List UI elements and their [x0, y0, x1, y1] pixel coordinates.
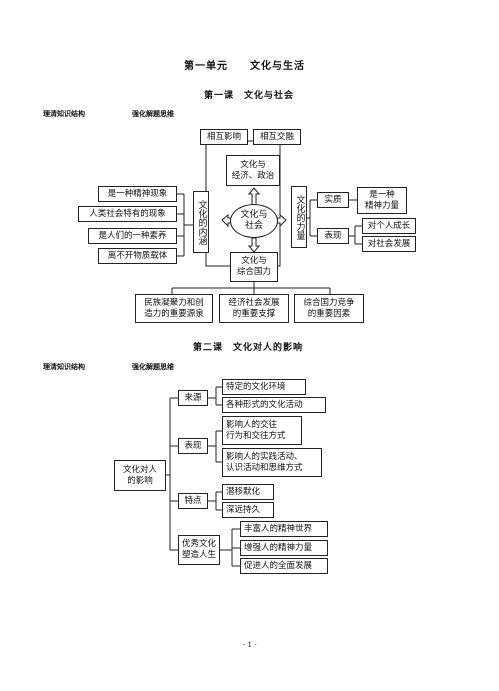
- branch-shape-line1: 优秀文化: [181, 539, 216, 549]
- source-item-1: 特定的文化环境: [222, 379, 306, 395]
- shape-item-3: 促进人的全面发展: [240, 558, 328, 574]
- power-show-item-1: 对个人成长: [362, 218, 416, 234]
- branch-feature: 特点: [178, 493, 208, 509]
- branch-show: 表现: [178, 438, 208, 454]
- lesson2-root-line2: 的影响: [127, 475, 153, 486]
- connotation-item-2: 人类社会特有的现象: [78, 206, 177, 222]
- lesson2-title: 第二课 文化对人的影响: [193, 343, 304, 353]
- branch-shape-line2: 塑造人生: [181, 550, 216, 560]
- source-item-2: 各种形式的文化活动: [222, 397, 326, 413]
- lesson1-title: 第一课 文化与社会: [204, 91, 295, 101]
- center-line2: 社会: [244, 221, 263, 231]
- lesson1-left-header: 理清知识结构: [43, 109, 85, 118]
- bottom-box-2-line1: 经济社会发展: [228, 297, 280, 308]
- connotation-label-text: 文化的内涵: [196, 199, 207, 245]
- culture-economy-politics-box: 文化与 经济、政治: [226, 155, 280, 186]
- connotation-item-3: 是人们的一种素养: [88, 228, 177, 244]
- power-essence-line2: 精神力量: [364, 200, 399, 211]
- show-item-1-line2: 行为和交往方式: [226, 430, 286, 441]
- power-show-item-2: 对社会发展: [362, 236, 416, 252]
- shape-item-2: 增强人的精神力量: [240, 540, 328, 556]
- center-line1: 文化与: [240, 210, 268, 220]
- connotation-item-1: 是一种精神现象: [98, 186, 177, 202]
- power-essence-value: 是一种 精神力量: [357, 187, 407, 214]
- show-item-1-line1: 影响人的交往: [226, 419, 278, 430]
- show-item-2-line1: 影响人的实践活动、: [226, 451, 303, 462]
- power-show-box: 表现: [317, 228, 349, 244]
- bottom-box-3-line2: 的重要因素: [307, 308, 351, 319]
- feature-item-2: 深远持久: [222, 502, 274, 518]
- bottom-box-1-line1: 民族凝聚力和创: [144, 297, 204, 308]
- bottom-box-2: 经济社会发展 的重要支撑: [219, 294, 289, 323]
- culture-economy-politics-line2: 经济、政治: [231, 170, 275, 181]
- lesson2-root-line1: 文化对人: [122, 464, 157, 475]
- mutual-influence-box: 相互影响: [200, 129, 248, 145]
- power-essence-line1: 是一种: [369, 189, 395, 200]
- branch-source: 来源: [178, 390, 208, 406]
- bottom-box-3: 综合国力竞争 的重要因素: [294, 294, 364, 323]
- unit-title: 第一单元 文化与生活: [184, 61, 305, 72]
- lesson2-right-header: 强化解题思维: [132, 362, 174, 371]
- national-power-line2: 综合国力: [236, 267, 271, 277]
- connotation-item-4: 离不开物质载体: [98, 248, 177, 264]
- bottom-box-1: 民族凝聚力和创 造力的重要源泉: [135, 294, 213, 323]
- lesson2-root-box: 文化对人 的影响: [114, 460, 166, 491]
- bottom-box-1-line2: 造力的重要源泉: [144, 308, 204, 319]
- show-item-1: 影响人的交往 行为和交往方式: [222, 416, 302, 445]
- culture-society-center: 文化与 社会: [230, 204, 278, 238]
- national-power-line1: 文化与: [241, 256, 267, 266]
- page-number: - 1 -: [243, 641, 257, 649]
- shape-item-1: 丰富人的精神世界: [240, 521, 328, 537]
- connotation-label: 文化的内涵: [193, 191, 209, 253]
- power-essence-box: 实质: [317, 192, 349, 208]
- branch-shape: 优秀文化 塑造人生: [178, 535, 220, 565]
- power-label-text: 文化的力量: [294, 194, 305, 240]
- mutual-blend-box: 相互交融: [253, 129, 301, 145]
- culture-economy-politics-line1: 文化与: [240, 159, 266, 170]
- power-label: 文化的力量: [291, 186, 307, 248]
- culture-national-power-box: 文化与 综合国力: [230, 252, 278, 282]
- lesson2-left-header: 理清知识结构: [43, 362, 85, 371]
- feature-item-1: 潜移默化: [222, 484, 274, 500]
- lesson1-right-header: 强化解题思维: [132, 109, 174, 118]
- bottom-box-2-line2: 的重要支撑: [232, 308, 276, 319]
- show-item-2-line2: 认识活动和思维方式: [226, 462, 303, 473]
- bottom-box-3-line1: 综合国力竞争: [303, 297, 355, 308]
- show-item-2: 影响人的实践活动、 认识活动和思维方式: [222, 448, 322, 477]
